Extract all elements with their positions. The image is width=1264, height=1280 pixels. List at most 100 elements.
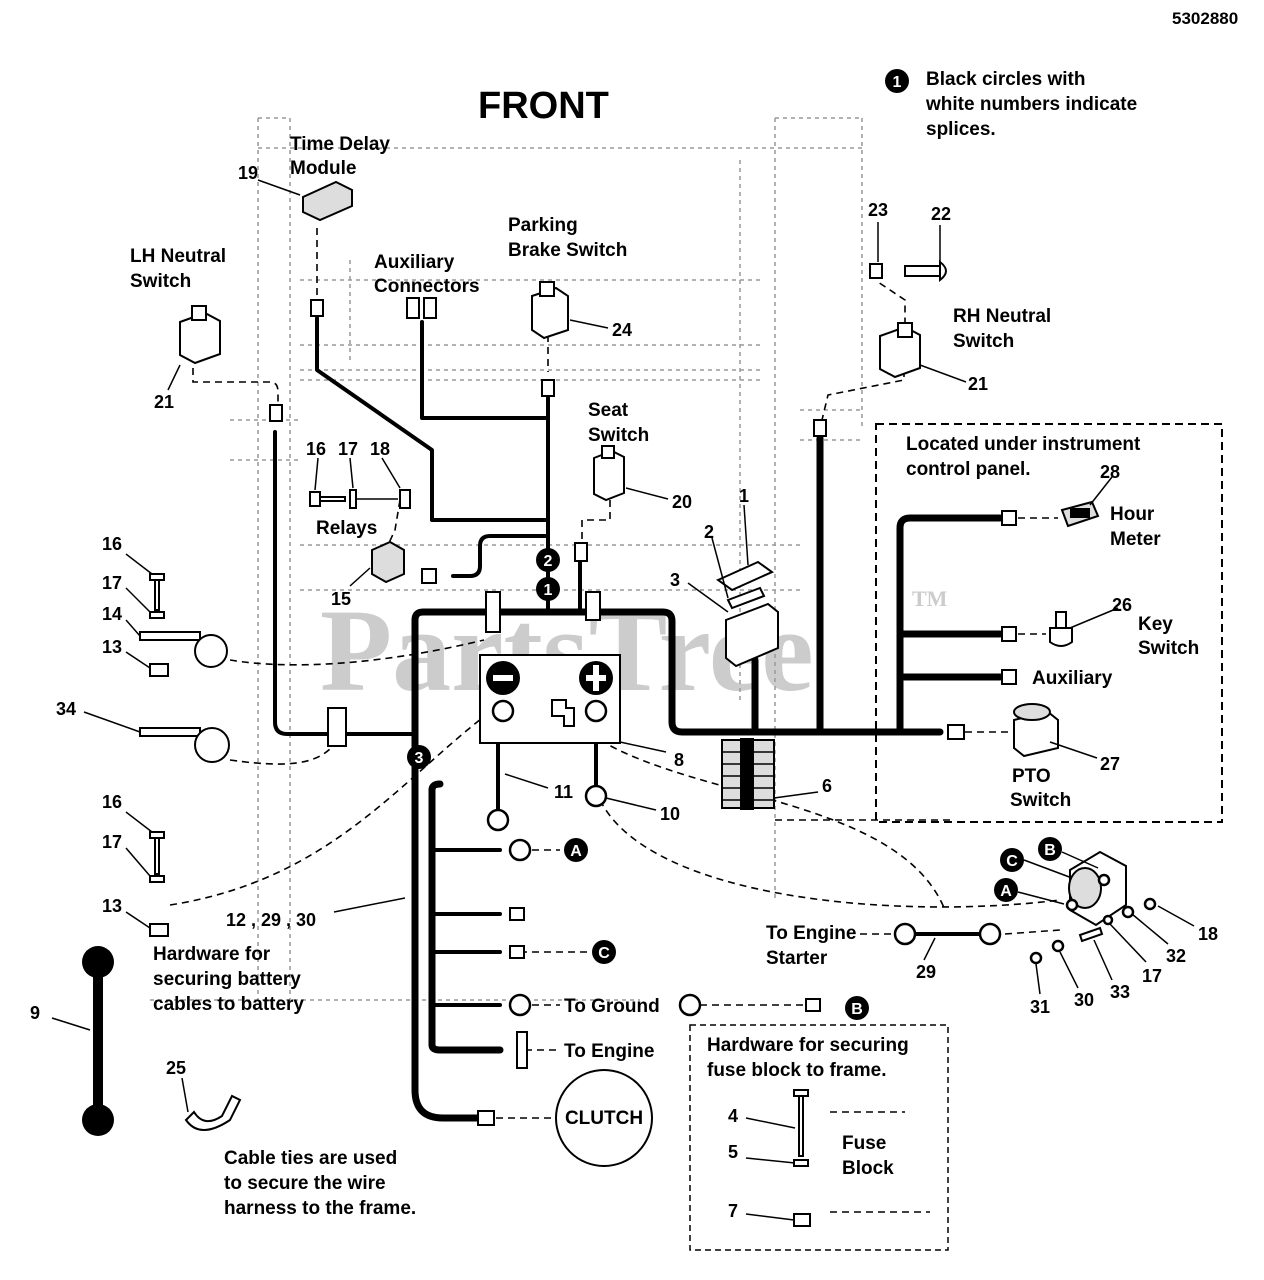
parking-brake-switch[interactable] — [531, 281, 569, 397]
harness-strap — [139, 727, 230, 763]
splice-1: 1 — [536, 577, 560, 601]
svg-text:C: C — [598, 945, 610, 962]
label-relays: Relays — [316, 518, 377, 539]
callout-1: 1 — [739, 486, 749, 506]
label-fuse-block-1: Fuse — [842, 1133, 886, 1154]
splice-2: 2 — [536, 548, 560, 572]
instrument-panel-note-2: control panel. — [906, 459, 1031, 480]
callout-17-top: 17 — [102, 573, 122, 593]
label-pto-switch-1: PTO — [1012, 766, 1051, 787]
diagram-id: 5302880 — [1172, 9, 1238, 28]
legend-line-3: splices. — [926, 119, 996, 140]
label-to-ground: To Ground — [564, 996, 660, 1017]
fusible-link[interactable] — [721, 738, 775, 810]
svg-text:1: 1 — [544, 582, 553, 599]
starter-solenoid[interactable] — [1029, 850, 1157, 965]
fuse-block-hardware — [793, 1089, 930, 1227]
tractor-frame-outline — [150, 117, 863, 1001]
svg-text:3: 3 — [415, 750, 424, 767]
label-key-switch-2: Switch — [1138, 638, 1199, 659]
legend-splice-marker — [885, 69, 909, 93]
label-rh-neutral-1: RH Neutral — [953, 306, 1051, 327]
key-switch[interactable] — [1001, 611, 1073, 647]
clutch[interactable] — [555, 1069, 653, 1167]
marker-a-harness: A — [564, 838, 588, 862]
callout-23: 23 — [868, 200, 888, 220]
label-aux-connectors-1: Auxiliary — [374, 252, 455, 273]
auxiliary-connectors[interactable] — [406, 297, 437, 319]
watermark-tm: TM — [912, 586, 948, 611]
hour-meter[interactable] — [1001, 500, 1100, 528]
label-to-engine: To Engine — [564, 1041, 654, 1062]
time-delay-module[interactable] — [302, 180, 353, 317]
callout-27: 27 — [1100, 754, 1120, 774]
battery-hardware-top — [139, 573, 228, 677]
lh-neutral-switch[interactable] — [179, 305, 283, 422]
label-aux-connectors-2: Connectors — [374, 276, 480, 297]
svg-text:B: B — [851, 1001, 863, 1018]
callout-20: 20 — [672, 492, 692, 512]
callout-32: 32 — [1166, 946, 1186, 966]
label-rh-neutral-2: Switch — [953, 331, 1014, 352]
label-lh-neutral-1: LH Neutral — [130, 246, 226, 267]
marker-b-ground: B — [845, 996, 869, 1020]
instrument-panel-box — [875, 423, 1223, 823]
cable-tie — [184, 1094, 242, 1131]
label-clutch: CLUTCH — [565, 1108, 643, 1129]
auxiliary-connector[interactable] — [1001, 669, 1017, 685]
callout-4: 4 — [728, 1106, 738, 1126]
callout-12-29-30: 12 , 29 , 30 — [226, 910, 316, 930]
callout-30: 30 — [1074, 990, 1094, 1010]
pto-switch[interactable] — [947, 703, 1059, 758]
callout-25: 25 — [166, 1058, 186, 1078]
callout-5: 5 — [728, 1142, 738, 1162]
front-heading: FRONT — [478, 85, 609, 127]
main-harness — [411, 434, 1004, 1122]
callout-21-right: 21 — [968, 374, 988, 394]
label-parking-brake-2: Brake Switch — [508, 240, 627, 261]
callout-19: 19 — [238, 163, 258, 183]
seat-switch[interactable] — [574, 445, 625, 562]
callout-18-relay: 18 — [370, 439, 390, 459]
fuse-hardware-note-1: Hardware for securing — [707, 1035, 909, 1056]
svg-text:2: 2 — [544, 553, 553, 570]
label-pto-switch-2: Switch — [1010, 790, 1071, 811]
callout-6: 6 — [822, 776, 832, 796]
component-labels: Time Delay Module LH Neutral Switch Auxi… — [130, 134, 1199, 1219]
harness-clip — [327, 707, 347, 747]
callout-17-solenoid: 17 — [1142, 966, 1162, 986]
callout-numbers: 19 21 24 23 22 21 16 17 18 15 20 1 2 3 2… — [30, 163, 1218, 1221]
label-seat-switch-1: Seat — [588, 400, 629, 421]
label-fuse-block-2: Block — [842, 1158, 894, 1179]
label-engine-starter-2: Starter — [766, 948, 828, 969]
marker-a-solenoid: A — [994, 878, 1018, 902]
label-hour-meter-1: Hour — [1110, 504, 1155, 525]
fuse-block[interactable] — [485, 560, 779, 668]
battery-strap[interactable] — [82, 946, 114, 1136]
relay[interactable] — [371, 540, 437, 584]
battery-hardware-note-3: cables to battery — [153, 994, 304, 1015]
callout-16-relay: 16 — [306, 439, 326, 459]
svg-text:A: A — [570, 843, 582, 860]
callout-31: 31 — [1030, 997, 1050, 1017]
callout-17-relay: 17 — [338, 439, 358, 459]
callout-14: 14 — [102, 604, 122, 624]
svg-text:A: A — [1000, 883, 1012, 900]
battery-hardware-note-2: securing battery — [153, 969, 301, 990]
callout-33: 33 — [1110, 982, 1130, 1002]
callout-16-bottom: 16 — [102, 792, 122, 812]
label-time-delay-2: Module — [290, 158, 357, 179]
callout-9: 9 — [30, 1003, 40, 1023]
legend-splice-number: 1 — [893, 74, 902, 91]
instrument-panel-note-1: Located under instrument — [906, 434, 1141, 455]
cable-tie-note-1: Cable ties are used — [224, 1148, 397, 1169]
rh-neutral-switch[interactable] — [813, 259, 947, 437]
label-time-delay-1: Time Delay — [290, 134, 390, 155]
label-engine-starter-1: To Engine — [766, 923, 856, 944]
label-auxiliary: Auxiliary — [1032, 668, 1113, 689]
callout-26: 26 — [1112, 595, 1132, 615]
callout-34: 34 — [56, 699, 76, 719]
battery-hardware-note-1: Hardware for — [153, 944, 271, 965]
callout-28: 28 — [1100, 462, 1120, 482]
battery[interactable] — [479, 654, 621, 744]
